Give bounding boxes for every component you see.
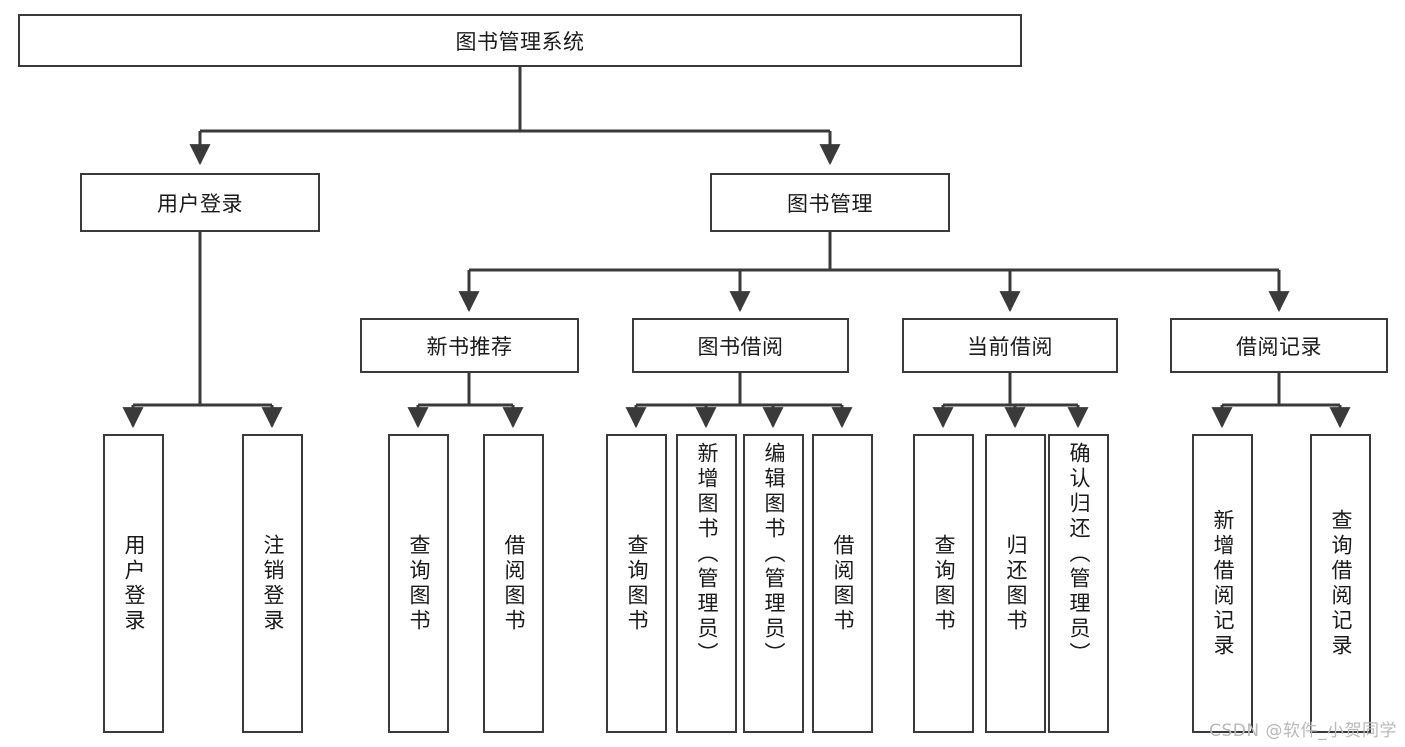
- node-leaf-logout-login-label: 注销登录: [261, 533, 285, 634]
- node-leaf-borrow-book-1-label: 借阅图书: [502, 533, 526, 634]
- node-leaf-user-login-label: 用户登录: [122, 533, 146, 634]
- node-leaf-query-book-1-label: 查询图书: [407, 533, 431, 634]
- node-leaf-edit-book-admin-label: 编辑图书（管理员）: [762, 442, 786, 667]
- node-leaf-return-book[interactable]: 归还图书: [985, 434, 1046, 733]
- node-leaf-query-borrow-record[interactable]: 查询借阅记录: [1310, 434, 1371, 733]
- node-leaf-borrow-book-2-label: 借阅图书: [831, 533, 855, 634]
- node-leaf-query-book-1[interactable]: 查询图书: [388, 434, 449, 733]
- node-book-manage[interactable]: 图书管理: [710, 173, 950, 232]
- node-user-login[interactable]: 用户登录: [80, 173, 320, 232]
- node-leaf-query-book-2[interactable]: 查询图书: [606, 434, 667, 733]
- node-leaf-query-borrow-record-label: 查询借阅记录: [1329, 508, 1353, 659]
- node-leaf-query-book-3[interactable]: 查询图书: [913, 434, 974, 733]
- node-user-login-label: 用户登录: [157, 191, 243, 216]
- node-leaf-query-book-2-label: 查询图书: [625, 533, 649, 634]
- node-leaf-edit-book-admin[interactable]: 编辑图书（管理员）: [743, 434, 804, 733]
- node-leaf-add-borrow-record[interactable]: 新增借阅记录: [1192, 434, 1253, 733]
- node-borrow-record[interactable]: 借阅记录: [1170, 318, 1388, 373]
- node-leaf-confirm-return-admin[interactable]: 确认归还（管理员）: [1048, 434, 1109, 733]
- node-leaf-confirm-return-admin-label: 确认归还（管理员）: [1067, 442, 1091, 667]
- node-book-manage-label: 图书管理: [787, 191, 873, 216]
- node-leaf-add-book-admin[interactable]: 新增图书（管理员）: [676, 434, 737, 733]
- node-new-book-recommend-label: 新书推荐: [426, 334, 513, 359]
- node-leaf-borrow-book-1[interactable]: 借阅图书: [483, 434, 544, 733]
- node-leaf-logout-login[interactable]: 注销登录: [242, 434, 303, 733]
- watermark-text: CSDN @软件_小贺同学: [1209, 721, 1397, 741]
- node-leaf-query-book-3-label: 查询图书: [932, 533, 956, 634]
- node-current-borrow-label: 当前借阅: [967, 334, 1053, 359]
- node-root[interactable]: 图书管理系统: [18, 14, 1022, 67]
- node-book-borrow[interactable]: 图书借阅: [632, 318, 849, 373]
- node-new-book-recommend[interactable]: 新书推荐: [360, 318, 579, 373]
- node-root-label: 图书管理系统: [455, 29, 585, 54]
- node-book-borrow-label: 图书借阅: [697, 334, 784, 359]
- node-leaf-add-borrow-record-label: 新增借阅记录: [1211, 508, 1235, 659]
- node-leaf-user-login[interactable]: 用户登录: [103, 434, 164, 733]
- node-current-borrow[interactable]: 当前借阅: [902, 318, 1118, 373]
- node-borrow-record-label: 借阅记录: [1236, 334, 1322, 359]
- node-leaf-return-book-label: 归还图书: [1004, 533, 1028, 634]
- node-leaf-add-book-admin-label: 新增图书（管理员）: [695, 442, 719, 667]
- node-leaf-borrow-book-2[interactable]: 借阅图书: [812, 434, 873, 733]
